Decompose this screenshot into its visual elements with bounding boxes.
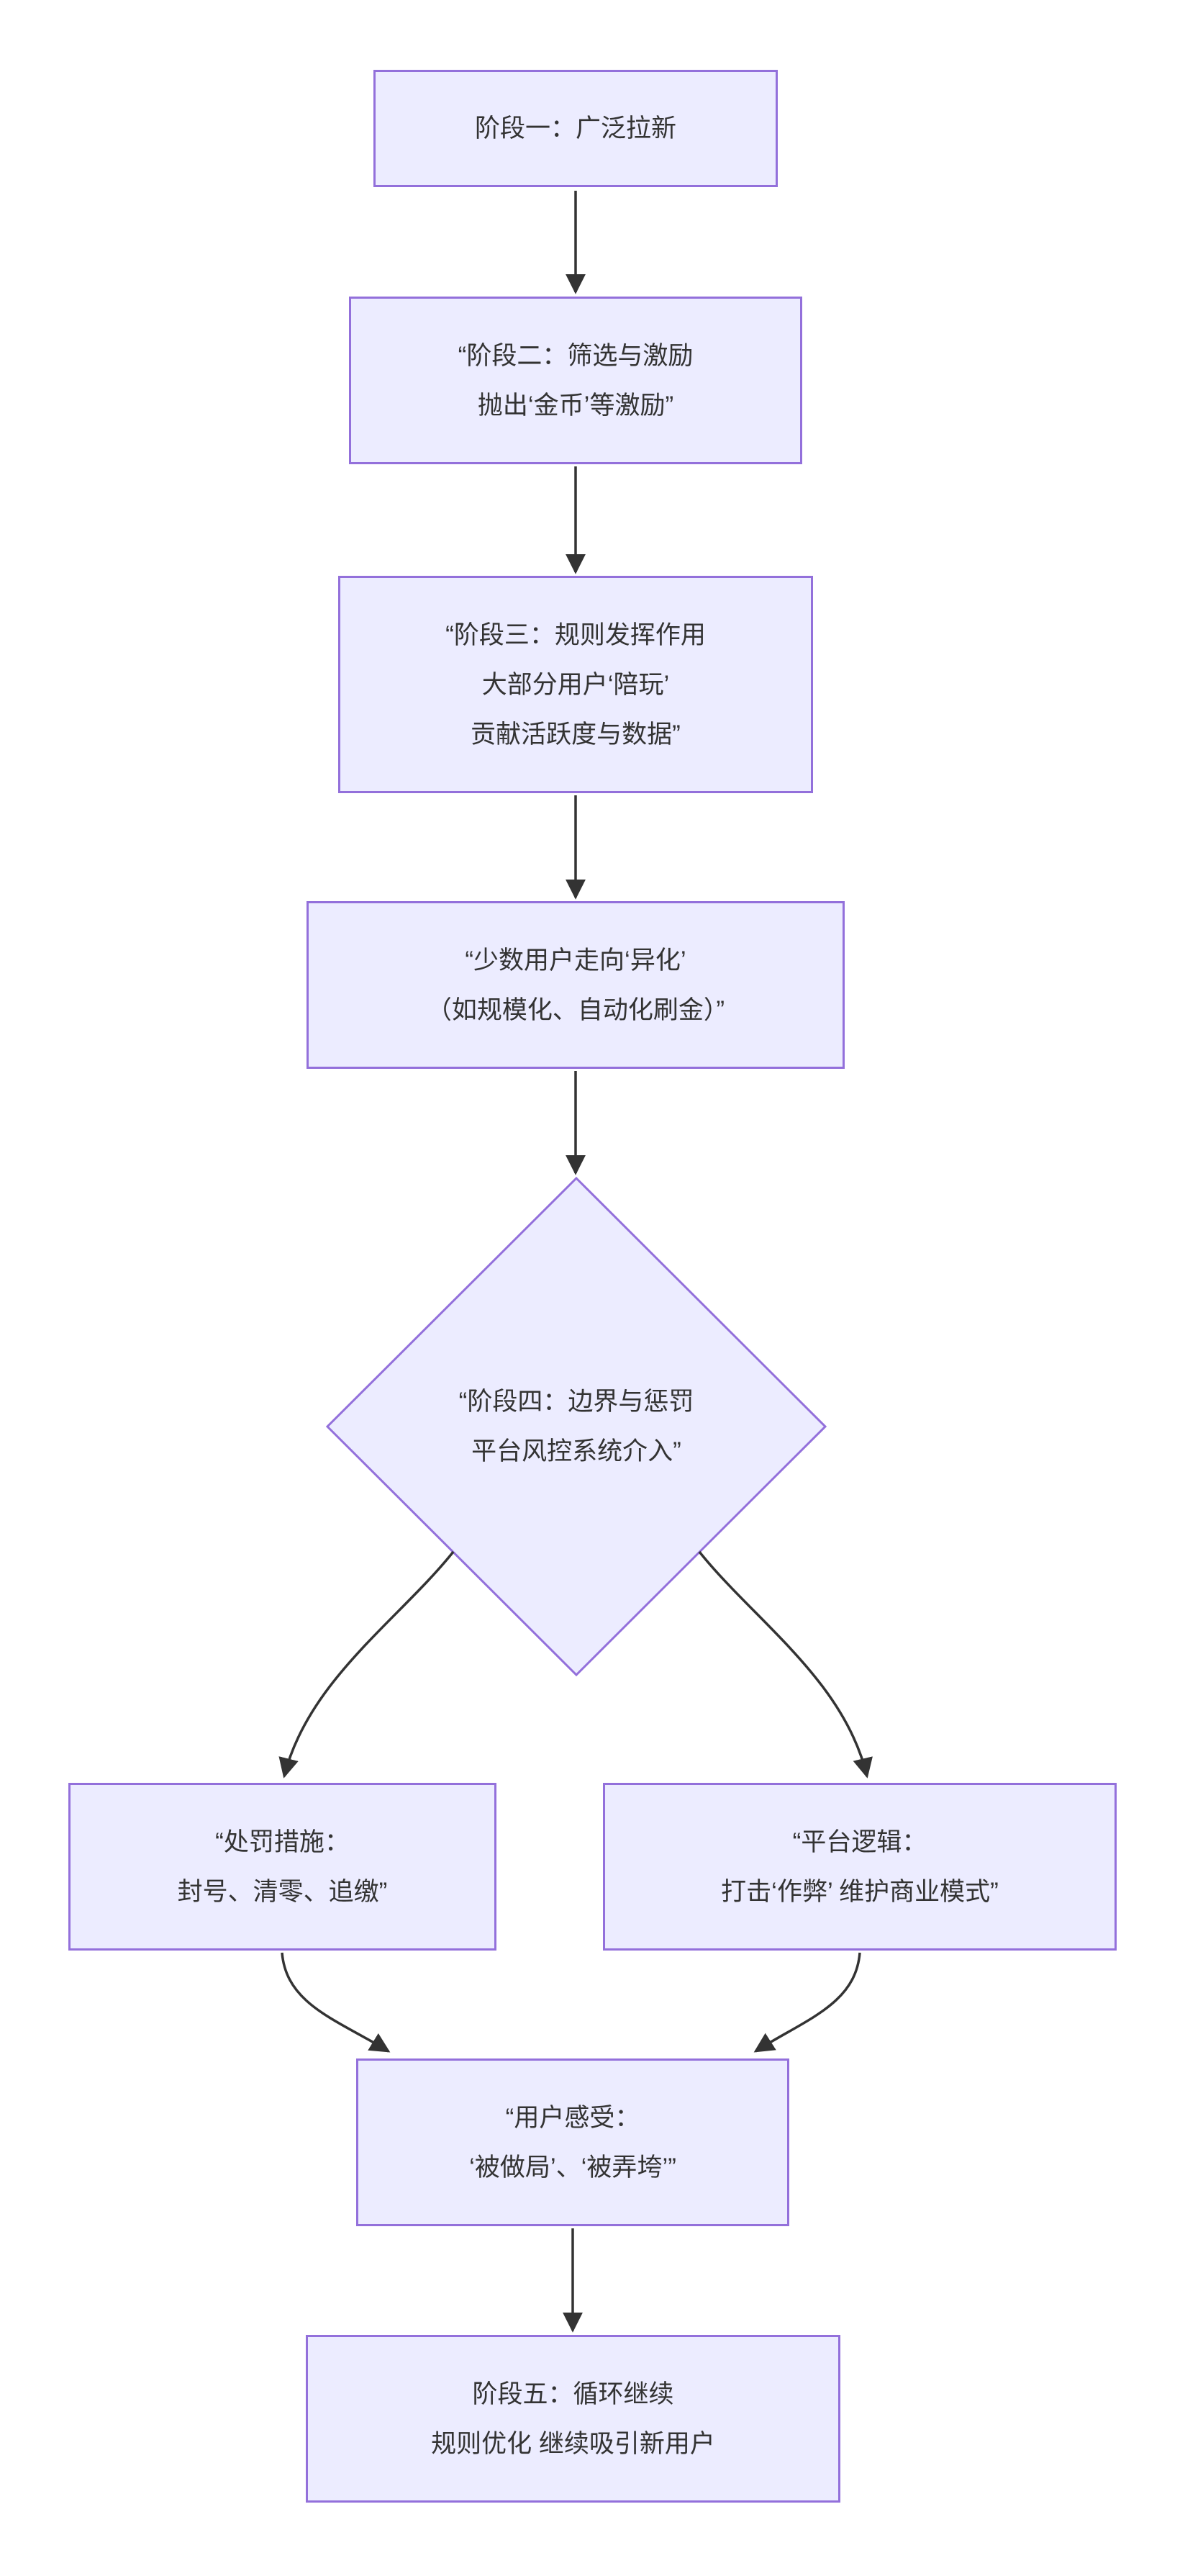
edge-stage4-platform-logic: [698, 1550, 873, 1779]
node-line: “处罚措施：: [215, 1827, 350, 1856]
node-stage1: 阶段一：广泛拉新: [373, 70, 778, 187]
node-line: ‘被做局’、‘被弄垮’”: [469, 2153, 676, 2182]
node-stage4: “阶段四：边界与惩罚 平台风控系统介入”: [324, 1340, 828, 1513]
node-alienation: “少数用户走向‘异化’ （如规模化、自动化刷金）”: [307, 901, 845, 1069]
node-stage5: 阶段五：循环继续 规则优化 继续吸引新用户: [306, 2335, 840, 2503]
node-line: “平台逻辑：: [792, 1827, 927, 1856]
node-line: 阶段一：广泛拉新: [474, 114, 676, 143]
node-line: “阶段二：筛选与激励: [458, 341, 694, 370]
node-line: 平台风控系统介入”: [471, 1437, 681, 1465]
node-line: “阶段三：规则发挥作用: [445, 620, 706, 649]
node-line: “少数用户走向‘异化’: [465, 946, 686, 975]
node-stage2: “阶段二：筛选与激励 抛出‘金币’等激励”: [349, 297, 802, 464]
node-line: 打击‘作弊’ 维护商业模式”: [721, 1877, 999, 1906]
node-line: （如规模化、自动化刷金）”: [426, 995, 725, 1024]
node-stage4-diamond-shape: [325, 1176, 827, 1677]
node-line: 规则优化 继续吸引新用户: [431, 2429, 715, 2458]
edge-punishment-user-feeling: [281, 1952, 391, 2053]
edge-stage4-punishment: [278, 1550, 455, 1779]
node-line: 封号、清零、追缴”: [177, 1877, 388, 1906]
node-line: 抛出‘金币’等激励”: [477, 391, 674, 420]
node-line: 阶段五：循环继续: [472, 2380, 674, 2408]
node-stage3: “阶段三：规则发挥作用 大部分用户‘陪玩’ 贡献活跃度与数据”: [338, 576, 813, 793]
edge-platform-logic-user-feeling: [753, 1952, 861, 2053]
node-line: “阶段四：边界与惩罚: [458, 1388, 694, 1416]
node-platform-logic: “平台逻辑： 打击‘作弊’ 维护商业模式”: [603, 1783, 1117, 1951]
node-line: “用户感受：: [505, 2103, 640, 2132]
node-punishment: “处罚措施： 封号、清零、追缴”: [68, 1783, 496, 1951]
node-user-feeling: “用户感受： ‘被做局’、‘被弄垮’”: [356, 2058, 789, 2226]
node-line: 大部分用户‘陪玩’: [481, 670, 670, 699]
node-line: 贡献活跃度与数据”: [471, 720, 681, 749]
